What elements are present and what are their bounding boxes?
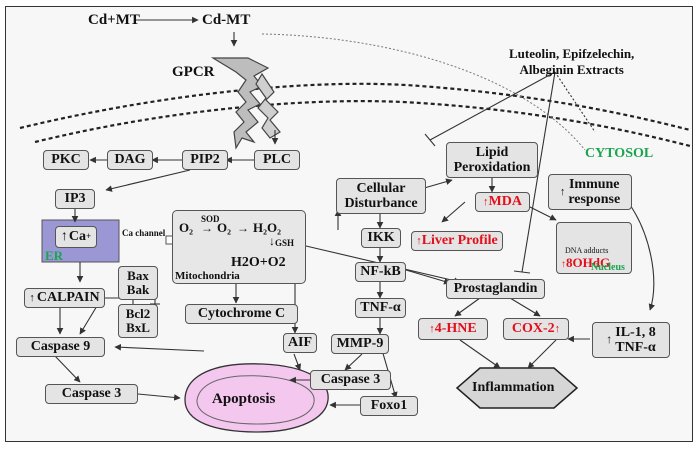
node-plc: PLC	[254, 150, 300, 170]
node-ca-text: Ca	[68, 229, 86, 245]
node-caspase-9: Caspase 9	[16, 337, 105, 357]
up-arrow-icon: ↑	[416, 234, 422, 247]
node-prostaglandin: Prostaglandin	[446, 279, 545, 299]
node-calpain-text: CALPAIN	[36, 290, 100, 306]
extracts-label: Luteolin, Epifzelechin, Albeginin Extrac…	[509, 46, 635, 78]
node-8ohdg: ↑8OHdG	[561, 255, 611, 270]
membrane-inner	[34, 100, 691, 148]
node-bcl2-bxl: Bcl2 BxL	[118, 304, 158, 338]
mito-arrow-icon: →	[237, 221, 249, 235]
up-arrow-icon: ↑	[559, 185, 566, 198]
cd-mt-label: Cd+MT	[88, 12, 140, 28]
node-aif: AIF	[283, 333, 317, 353]
node-immune-response: ↑Immune response	[548, 174, 632, 210]
node-pkc: PKC	[43, 150, 89, 170]
node-8ohdg-text: 8OHdG	[566, 255, 611, 270]
up-arrow-icon: ↑	[561, 259, 566, 270]
mito-h2o2: H₂O₂	[253, 220, 282, 235]
mitochondria-compartment: O₂ SOD → O₂ → H₂O₂ ↓ GSH H2O+O2 Mitochon…	[172, 210, 306, 284]
node-mmp-9: MMP-9	[331, 334, 389, 354]
dotted-link	[261, 33, 586, 151]
node-lipid-peroxidation: Lipid Peroxidation	[446, 142, 538, 178]
cd-mt-complex-label: Cd-MT	[202, 12, 251, 28]
node-ip3: IP3	[55, 189, 95, 209]
inflammation-shape	[455, 367, 579, 409]
nucleus-label: Nucleus	[591, 262, 625, 273]
ca-channel-label: Ca channel	[122, 228, 166, 238]
node-4-hne: ↑4-HNE	[418, 318, 488, 340]
up-arrow-icon: ↑	[429, 322, 435, 335]
gpcr-receptor-helix	[255, 72, 281, 139]
gpcr-label: GPCR	[172, 64, 215, 80]
er-label: ER	[45, 248, 64, 263]
dna-adducts-label: DNA adducts	[565, 246, 609, 255]
inflammation-label: Inflammation	[472, 380, 555, 395]
mito-o2: O₂	[179, 220, 194, 235]
node-dag: DAG	[107, 150, 153, 170]
up-arrow-icon: ↑	[606, 332, 613, 347]
node-ca: ↑Ca+	[55, 226, 97, 248]
node-nfkb: NF-kB	[355, 262, 406, 282]
node-liver-profile: ↑Liver Profile	[411, 231, 503, 251]
node-4-hne-text: 4-HNE	[434, 321, 477, 337]
node-bax-bak: Bax Bak	[118, 266, 158, 300]
nucleus-compartment: DNA adducts ↑8OHdG Nucleus	[556, 222, 632, 274]
cytosol-label: CYTOSOL	[585, 146, 654, 161]
up-arrow-icon: ↑	[483, 195, 489, 208]
up-arrow-icon: ↑	[29, 291, 35, 304]
node-tnfa: TNF-α	[355, 298, 406, 318]
node-calpain: ↑CALPAIN	[24, 288, 105, 308]
node-pip2: PIP2	[182, 150, 228, 170]
membrane-outer	[19, 82, 691, 132]
node-mda: ↑MDA	[475, 192, 530, 212]
node-il-tnf-text: IL-1, 8 TNF-α	[615, 324, 656, 355]
gpcr-receptor	[210, 57, 270, 150]
node-mda-text: MDA	[488, 194, 522, 210]
apoptosis-inner	[196, 375, 315, 425]
node-ikk: IKK	[361, 228, 401, 248]
node-liver-profile-text: Liver Profile	[421, 233, 498, 249]
mito-sod: SOD	[201, 214, 220, 224]
up-arrow-icon: ↑	[60, 229, 68, 245]
node-caspase-3-left: Caspase 3	[45, 384, 138, 404]
node-caspase-3-mid: Caspase 3	[310, 370, 391, 390]
node-cellular-disturbance: Cellular Disturbance	[336, 178, 426, 214]
node-immune-response-text: Immune response	[568, 176, 621, 207]
mito-gsh: GSH	[275, 238, 295, 248]
node-foxo1: Foxo1	[360, 396, 418, 416]
mito-arrow-icon: →	[201, 221, 213, 235]
up-arrow-icon: ↑	[554, 322, 561, 335]
node-cox-2: COX-2↑	[503, 318, 569, 340]
mito-o2-radical: O₂	[217, 220, 232, 235]
node-cytochrome-c: Cytochrome C	[185, 304, 298, 324]
mito-arrow-down-icon: ↓	[269, 234, 275, 248]
node-cox-2-text: COX-2	[511, 321, 555, 337]
node-il-tnf: ↑IL-1, 8 TNF-α	[592, 322, 670, 358]
mitochondria-label: Mitochondria	[175, 270, 240, 282]
mito-h2o-o2: H2O+O2	[231, 255, 286, 270]
apoptosis-label: Apoptosis	[212, 391, 276, 407]
